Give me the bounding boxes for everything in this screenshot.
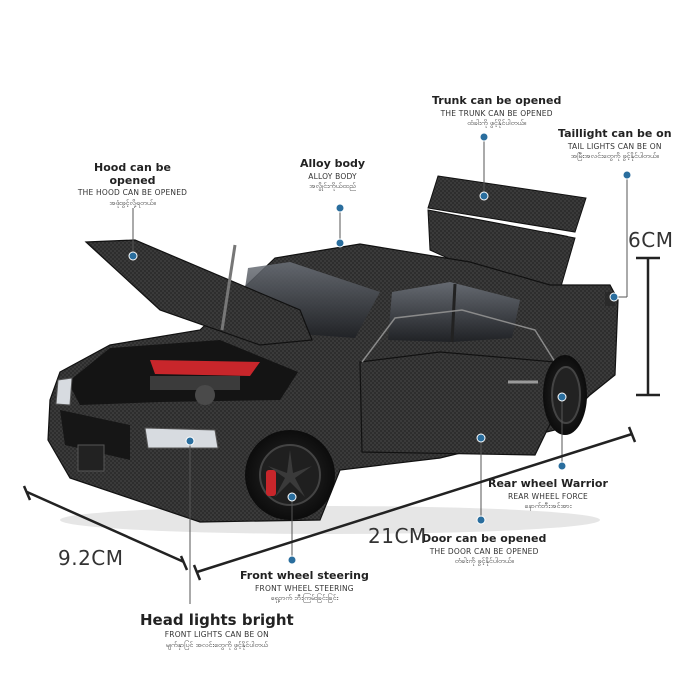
callout-taillight: Taillight can be on TAIL LIGHTS CAN BE O… [558, 127, 672, 161]
callout-alloy: Alloy body ALLOY BODY အလွိုင်းကိုယ်ထည် [300, 157, 366, 191]
hood-sub: THE HOOD CAN BE OPENED [77, 188, 188, 198]
dot-alloy-end [335, 238, 345, 248]
door-sub: THE DOOR CAN BE OPENED [429, 546, 539, 556]
headlights-sub: FRONT LIGHTS CAN BE ON [164, 630, 269, 640]
front-wheel-sub: FRONT WHEEL STEERING [255, 583, 354, 593]
headlight [144, 427, 219, 449]
alloy-title: Alloy body [300, 157, 366, 170]
dot-front-wheel [287, 492, 297, 502]
callout-rear-wheel: Rear wheel Warrior REAR WHEEL FORCE နောက… [488, 477, 608, 511]
callout-hood: Hood can be opened THE HOOD CAN BE OPENE… [70, 161, 195, 207]
length-line [196, 432, 633, 574]
open-hood [84, 239, 313, 346]
alloy-mm: အလွိုင်းကိုယ်ထည် [309, 182, 356, 191]
alloy-sub: ALLOY BODY [308, 171, 357, 181]
dot-taillight-end [609, 292, 619, 302]
headlights-title: Head lights bright [140, 611, 294, 629]
length-dimension: 21CM [368, 524, 427, 548]
dot-taillight [622, 170, 632, 180]
rear-wheel-title: Rear wheel Warrior [488, 477, 608, 490]
front-wheel-mm: ရှေ့ဘက် ဘီးကြမ်းခြင်းခြင်း [270, 594, 339, 603]
callout-front-wheel: Front wheel steering FRONT WHEEL STEERIN… [240, 569, 369, 603]
taillight-title: Taillight can be on [558, 127, 672, 140]
dot-rear-wheel-end [557, 461, 567, 471]
callout-door: Door can be opened THE DOOR CAN BE OPENE… [422, 532, 547, 566]
door-mm: တံခါးကို ဖွင့်နိုင်ပါတယ်။ [454, 557, 514, 566]
callout-headlights: Head lights bright FRONT LIGHTS CAN BE O… [140, 611, 294, 649]
dot-headlight [185, 436, 195, 446]
dot-trunk [479, 132, 489, 142]
rear-wheel-sub: REAR WHEEL FORCE [507, 491, 588, 501]
dot-trunk-end [479, 191, 489, 201]
door-title: Door can be opened [422, 532, 547, 545]
trunk-title: Trunk can be opened [432, 94, 562, 107]
dot-hood [128, 251, 138, 261]
hood-mm: အဖုံးဖွင့်လို့ရတယ်။ [109, 198, 156, 207]
width-line [26, 490, 185, 564]
dot-door [476, 433, 486, 443]
height-dimension: 6CM [628, 228, 674, 252]
front-wheel-title: Front wheel steering [240, 569, 369, 582]
trunk-mm: ထံခါးကို ဖွင့်နိုင်ပါတယ်။ [467, 119, 527, 128]
width-dimension: 9.2CM [58, 546, 124, 570]
dot-door-end [476, 515, 486, 525]
taillight-mm: အမြီးအလင်းတွေကို ဖွင့်နိုင်ပါတယ်။ [570, 152, 659, 161]
trunk-sub: THE TRUNK CAN BE OPENED [440, 108, 553, 118]
front-wheel [245, 430, 335, 520]
engine-bay [68, 340, 298, 405]
dot-front-wheel-end [287, 555, 297, 565]
callout-trunk: Trunk can be opened THE TRUNK CAN BE OPE… [432, 94, 562, 128]
rear-wheel-mm: နောက်ဘီးအင်အား [524, 502, 572, 511]
dot-rear-wheel [557, 392, 567, 402]
hood-title: Hood can be opened [94, 161, 171, 187]
taillight-sub: TAIL LIGHTS CAN BE ON [567, 141, 662, 151]
headlights-mm: မျက်နှာပြင် အလင်းတွေကို ဖွင့်နိုင်ပါတယ် [165, 640, 268, 649]
dot-alloy [335, 203, 345, 213]
